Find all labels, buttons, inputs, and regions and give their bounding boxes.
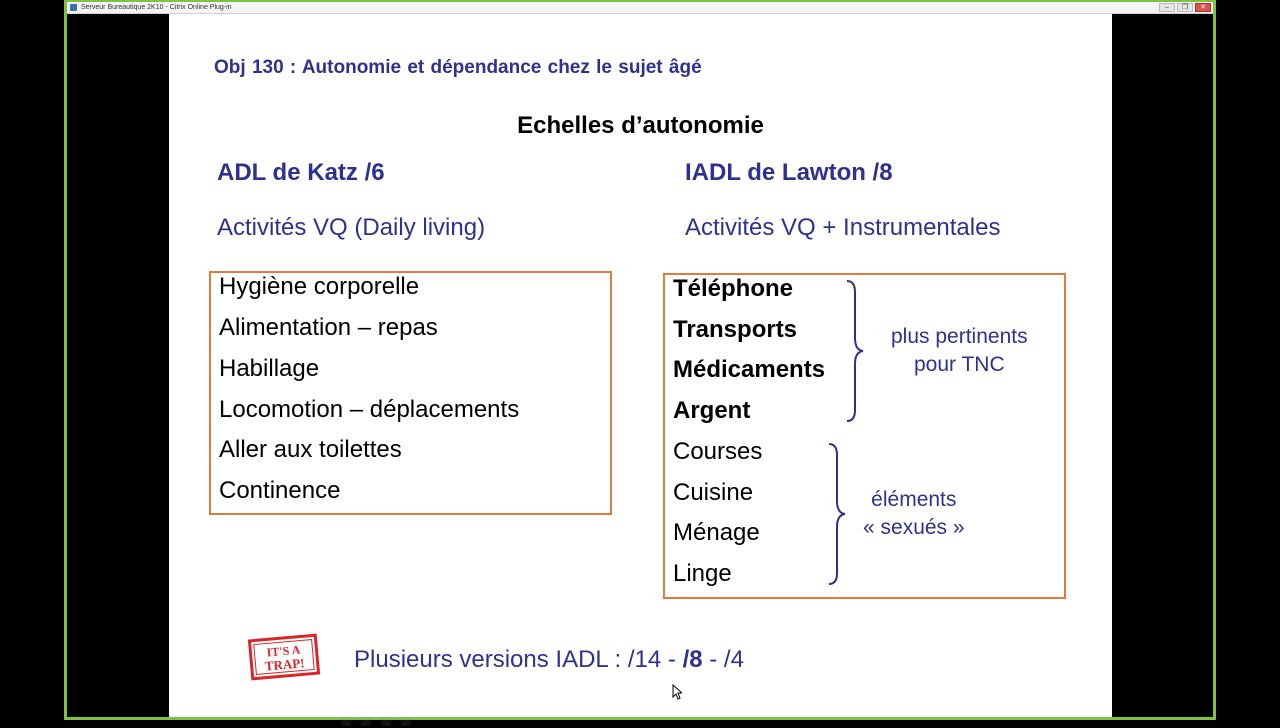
sexed-note-line1: éléments (871, 488, 957, 511)
versions-highlight: /8 (682, 646, 703, 673)
sexed-note-line2: « sexués » (863, 516, 965, 539)
adl-item: Hygiène corporelle (219, 273, 420, 300)
presentation-slide: Obj 130 : Autonomie et dépendance chez l… (169, 14, 1112, 726)
close-button[interactable]: ✕ (1195, 3, 1211, 12)
adl-katz-title: ADL de Katz /6 (217, 159, 385, 186)
iadl-key-item: Téléphone (673, 275, 794, 302)
slide-heading: Echelles d’autonomie (517, 112, 764, 139)
adl-item: Alimentation – repas (219, 314, 438, 341)
adl-item: Continence (219, 477, 341, 504)
stamp-line2: TRAP! (264, 655, 305, 673)
right-brace-top (846, 280, 864, 422)
iadl-lawton-title: IADL de Lawton /8 (685, 159, 893, 186)
window-controls: – ❐ ✕ (1159, 3, 1211, 12)
iadl-key-item: Argent (673, 397, 751, 424)
iadl-items-box (663, 273, 1066, 599)
pertinent-note: plus pertinents pour TNC (891, 323, 1028, 379)
adl-item: Locomotion – déplacements (219, 396, 520, 423)
slideshow-toolbar[interactable] (341, 716, 421, 728)
citrix-window: Serveur Bureautique 2K10 - Citrix Online… (64, 0, 1216, 726)
versions-suffix: - /4 (702, 646, 744, 673)
minimize-button[interactable]: – (1159, 3, 1175, 12)
iadl-subtitle: Activités VQ + Instrumentales (685, 214, 1001, 241)
iadl-item: Linge (673, 560, 732, 587)
window-title: Serveur Bureautique 2K10 - Citrix Online… (81, 4, 232, 11)
sexed-note: éléments « sexués » (863, 486, 965, 542)
window-titlebar[interactable]: Serveur Bureautique 2K10 - Citrix Online… (67, 2, 1213, 14)
adl-items-box (209, 271, 612, 515)
right-brace-bottom (828, 443, 846, 585)
citrix-app-icon (70, 4, 77, 11)
iadl-item: Cuisine (673, 479, 754, 506)
its-a-trap-stamp: IT'S A TRAP! (247, 633, 321, 681)
mouse-cursor-icon (672, 684, 682, 700)
stamp-line1: IT'S A (266, 643, 301, 660)
pertinent-note-line2: pour TNC (913, 353, 1005, 376)
iadl-versions-note: Plusieurs versions IADL : /14 - /8 - /4 (354, 646, 744, 674)
iadl-key-item: Médicaments (673, 356, 826, 383)
restore-button[interactable]: ❐ (1177, 3, 1193, 12)
adl-item: Habillage (219, 355, 320, 382)
adl-subtitle: Activités VQ (Daily living) (217, 214, 486, 241)
iadl-key-item: Transports (673, 316, 798, 343)
adl-item: Aller aux toilettes (219, 436, 402, 463)
iadl-item: Courses (673, 438, 763, 465)
pertinent-note-line1: plus pertinents (891, 325, 1028, 348)
objective-title: Obj 130 : Autonomie et dépendance chez l… (214, 57, 702, 78)
versions-prefix: Plusieurs versions IADL : /14 - (354, 646, 683, 673)
iadl-item: Ménage (673, 519, 760, 546)
